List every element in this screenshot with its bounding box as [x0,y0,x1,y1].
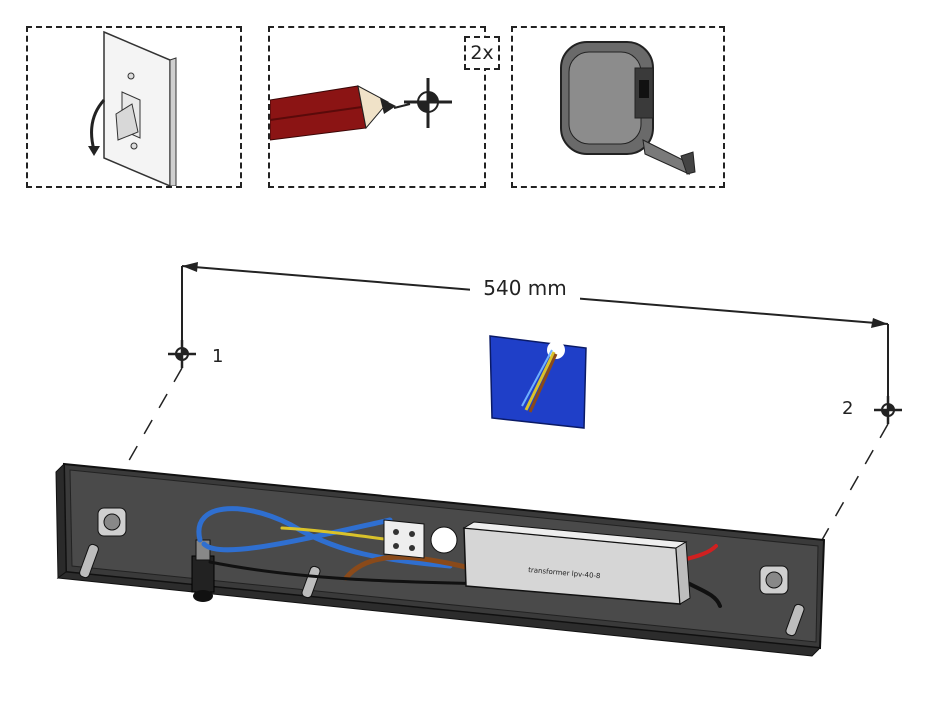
mounting-bracket-left-icon [97,507,127,537]
cable-entry-hole [430,526,458,554]
switch-off-panel [26,26,242,188]
cable-gland-icon [191,539,215,602]
crosshair-mark-2-icon [874,396,902,424]
wiring [196,506,722,608]
projection-line-1 [111,367,183,491]
mark-label-2: 2 [842,398,854,419]
tape-measure-icon [560,41,696,175]
arrow-down-icon [88,146,100,156]
arrow-left-icon [182,262,198,272]
pencil-icon [270,78,452,141]
mark-label-1: 1 [212,346,224,367]
crosshair-mark-1-icon [168,340,196,368]
transformer-icon [462,521,691,605]
quantity-badge: 2x [464,36,500,70]
arrow-right-icon [871,318,888,328]
dimension-label: 540 mm [470,276,580,300]
junction-box-icon [489,335,587,429]
crosshair-mark-icon [404,78,452,128]
mounting-bracket-right-icon [759,565,789,595]
light-switch-icon [88,30,177,186]
tape-measure-panel [511,26,725,188]
terminal-block-icon [383,519,425,559]
projection-line-2 [821,423,889,541]
pencil-mark-panel [268,26,486,188]
mounting-pins [79,543,805,637]
